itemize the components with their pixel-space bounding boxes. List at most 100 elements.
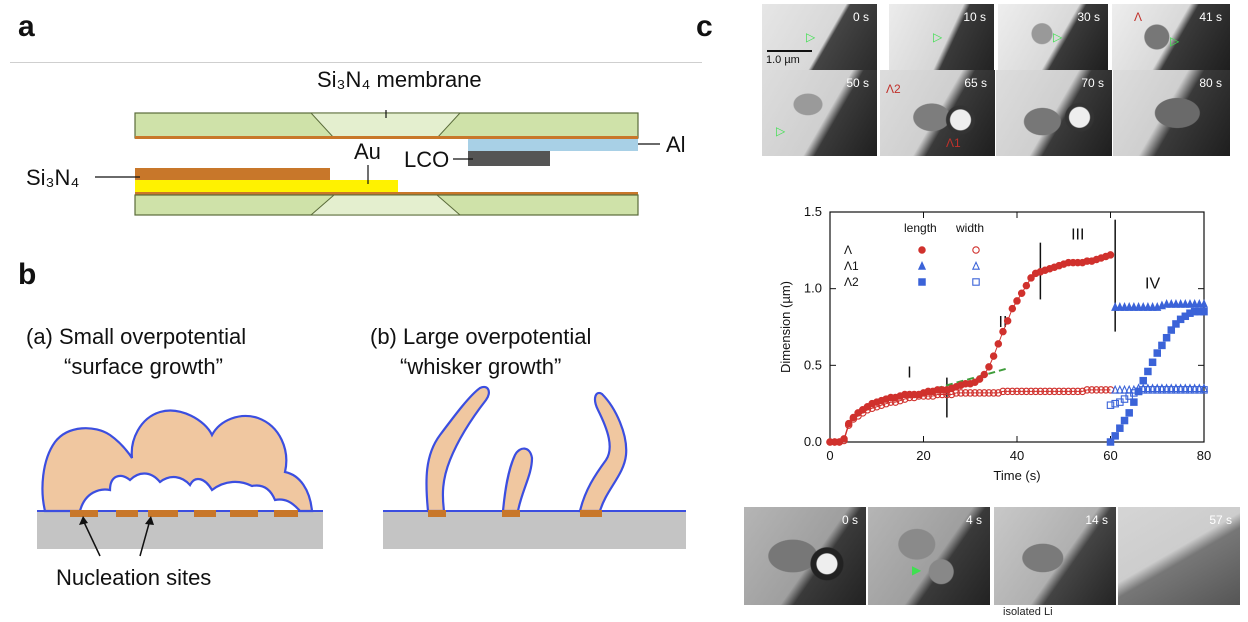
- data-point: [1190, 298, 1199, 308]
- data-point: [1045, 387, 1054, 396]
- data-point: [1083, 386, 1091, 394]
- lco-label: LCO: [404, 147, 450, 172]
- legend-entry: Λ2: [844, 275, 859, 289]
- data-point: [840, 436, 848, 445]
- tem-frame-mid-4: 80 s: [1113, 70, 1230, 156]
- frame-time: 80 s: [1199, 76, 1222, 90]
- data-point: [1106, 251, 1115, 259]
- data-point: [1078, 387, 1087, 396]
- whisker-1: [425, 385, 490, 513]
- frame-time: 0 s: [841, 513, 858, 527]
- scale-bar: [767, 50, 812, 52]
- nucleation-sites-right: [428, 510, 602, 517]
- data-point: [1092, 386, 1101, 394]
- green-marker: ▶: [912, 563, 922, 577]
- tem-frame-bottom-3: 14 s: [994, 507, 1116, 605]
- x-tick-label: 80: [1197, 448, 1211, 463]
- data-point: [1200, 386, 1208, 394]
- data-point: [1102, 386, 1110, 394]
- data-point: [1120, 416, 1129, 425]
- frame-time: 57 s: [1209, 513, 1232, 527]
- x-axis-label: Time (s): [993, 468, 1040, 483]
- au-electrode: [135, 180, 398, 192]
- data-point: [1162, 386, 1171, 394]
- frame-time: 30 s: [1077, 10, 1100, 24]
- data-point: [1116, 424, 1124, 432]
- data-point: [863, 406, 872, 414]
- data-point: [1115, 302, 1124, 311]
- data-point: [1130, 389, 1138, 397]
- data-point: [1162, 333, 1171, 342]
- frame-time: 50 s: [846, 76, 869, 90]
- data-point: [891, 398, 900, 406]
- legend-marker: [917, 260, 927, 270]
- data-point: [1120, 384, 1129, 394]
- data-point: [873, 402, 881, 411]
- lambda-annotation: Λ: [1134, 10, 1143, 24]
- data-point: [910, 393, 918, 402]
- si3n4-label: Si₃N₄: [26, 165, 80, 190]
- data-point: [933, 390, 942, 399]
- data-point: [1167, 298, 1176, 308]
- data-point: [1139, 302, 1148, 311]
- data-point: [826, 438, 834, 446]
- substrate-right: [383, 511, 686, 549]
- data-point: [1200, 307, 1208, 316]
- y-axis-label: Dimension (µm): [778, 281, 793, 373]
- growth-mode-diagram: [37, 385, 686, 557]
- data-point: [1125, 302, 1134, 311]
- data-point: [1111, 384, 1120, 394]
- frame-time: 65 s: [964, 76, 987, 90]
- data-point: [896, 396, 904, 405]
- tem-frame-mid-1: 50 s ▷: [762, 70, 877, 156]
- tem-frame-top-4: 41 s Λ ▷: [1112, 4, 1230, 70]
- data-point: [1013, 387, 1021, 396]
- top-nitride-layer: [135, 136, 638, 139]
- stage-label: II: [999, 314, 1008, 331]
- data-point: [1158, 341, 1166, 350]
- frame-time: 0 s: [852, 10, 869, 24]
- data-point: [966, 389, 975, 397]
- data-point: [1181, 298, 1190, 308]
- series-line: [830, 389, 1111, 443]
- green-marker: ▷: [776, 124, 786, 138]
- data-point: [929, 392, 937, 400]
- lambda1-annotation: Λ1: [946, 136, 961, 150]
- y-tick-label: 1.5: [804, 204, 822, 219]
- y-tick-label: 1.0: [804, 281, 822, 296]
- panel-b-letter: b: [18, 258, 37, 291]
- data-point: [844, 421, 853, 429]
- data-point: [1139, 386, 1147, 394]
- data-point: [999, 327, 1007, 336]
- data-point: [1144, 386, 1152, 394]
- isolated-li-label: isolated Li: [1003, 606, 1053, 618]
- data-point: [1153, 386, 1161, 394]
- data-point: [1064, 387, 1073, 396]
- data-point: [999, 387, 1007, 396]
- data-point: [915, 392, 923, 400]
- data-point: [1115, 384, 1124, 394]
- x-tick-label: 60: [1103, 448, 1117, 463]
- y-tick-label: 0.5: [804, 357, 822, 372]
- data-point: [1134, 387, 1143, 396]
- series-line: [830, 254, 1111, 443]
- data-point: [868, 404, 876, 413]
- data-point: [1059, 387, 1068, 396]
- green-marker: ▷: [933, 30, 943, 44]
- y-tick-label: 0.0: [804, 434, 822, 449]
- tem-frame-top-3: 30 s ▷: [998, 4, 1108, 70]
- data-point: [1022, 281, 1031, 290]
- bottom-nitride-layer: [135, 192, 638, 195]
- tem-frame-bottom-2: 4 s ▶: [868, 507, 990, 605]
- data-point: [1134, 387, 1143, 396]
- data-point: [1195, 386, 1204, 394]
- frame-time: 70 s: [1081, 76, 1104, 90]
- data-point: [1008, 304, 1017, 313]
- data-point: [971, 389, 979, 397]
- data-point: [1097, 386, 1105, 394]
- data-point: [1088, 386, 1096, 394]
- data-point: [952, 389, 960, 397]
- data-point: [975, 375, 984, 383]
- data-point: [1172, 386, 1180, 394]
- x-tick-label: 0: [826, 448, 833, 463]
